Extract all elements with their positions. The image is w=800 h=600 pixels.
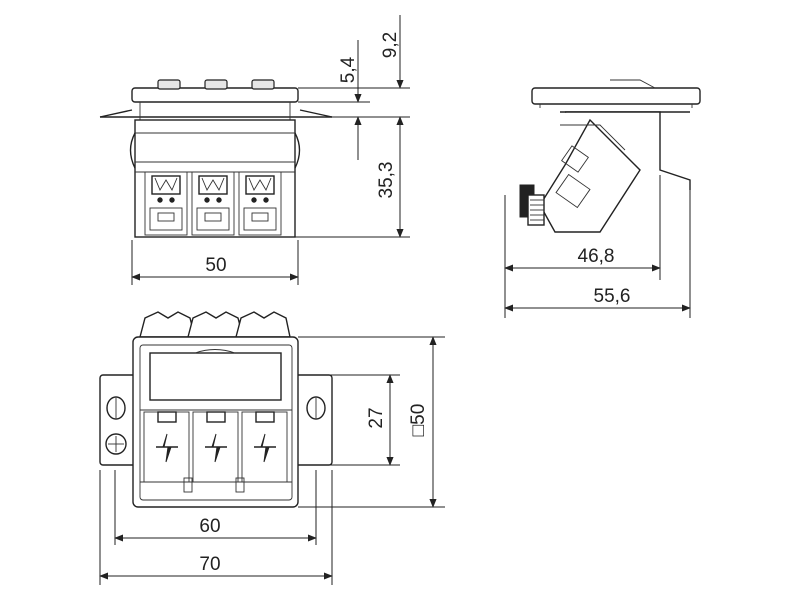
- dim-label-60: 60: [199, 516, 220, 537]
- front-face-view: 27 □50 60 70: [99, 311, 445, 585]
- dim-label-70: 70: [199, 554, 220, 575]
- lightning-icon-3: [254, 433, 276, 463]
- dim-label-5-4: 5,4: [338, 56, 359, 83]
- front-top-view: 5,4 9,2 35,3 50: [99, 15, 410, 285]
- dim-label-46-8: 46,8: [578, 246, 615, 267]
- dim-label-27: 27: [366, 407, 387, 428]
- side-view: 46,8 55,6: [504, 79, 701, 318]
- dim-label-55-6: 55,6: [594, 286, 631, 307]
- dim-label-square-50: □50: [408, 404, 429, 437]
- lightning-icon-2: [205, 433, 227, 463]
- dim-label-35-3: 35,3: [376, 162, 397, 199]
- dim-label-9-2: 9,2: [380, 32, 401, 58]
- lightning-icon-1: [156, 433, 178, 463]
- dim-label-50-width: 50: [205, 255, 226, 276]
